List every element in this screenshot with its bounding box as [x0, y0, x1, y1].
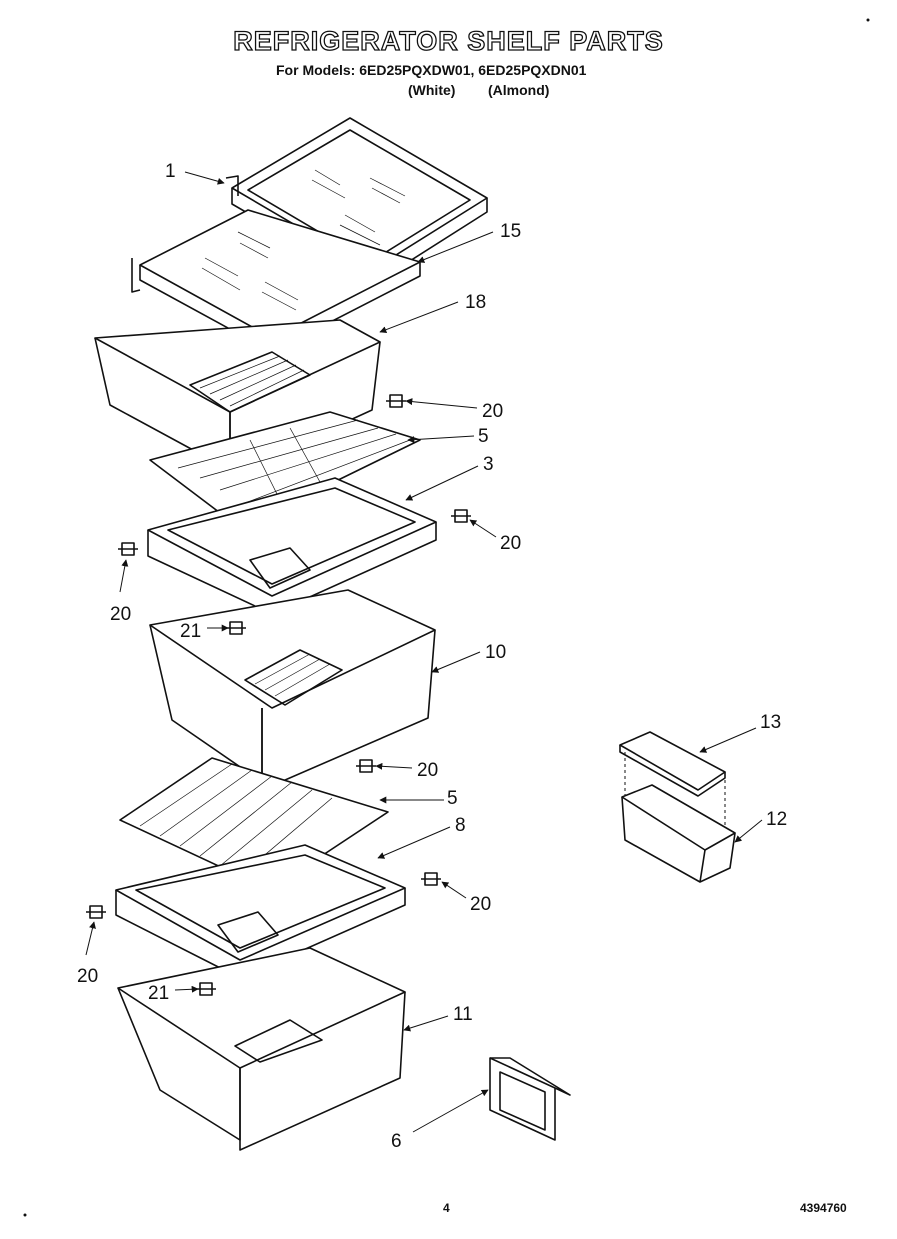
callout-3: 3	[483, 454, 494, 475]
variant-almond: (Almond)	[488, 82, 550, 98]
page-title: REFRIGERATOR SHELF PARTS	[233, 25, 664, 56]
roller-icon	[356, 759, 376, 773]
roller-icon	[86, 905, 106, 919]
corner-mark	[23, 1213, 27, 1217]
part-11-lower-pan	[117, 947, 406, 1151]
corner-mark	[866, 18, 870, 22]
part-12-small-bin	[621, 784, 736, 883]
callout-12: 12	[766, 809, 787, 830]
callout-18: 18	[465, 292, 486, 313]
callout-8: 8	[455, 815, 466, 836]
page-number: 4	[443, 1201, 450, 1215]
callout-21: 21	[180, 621, 201, 642]
screw-icon	[226, 621, 246, 635]
leader-lines	[85, 171, 763, 1133]
callout-1: 1	[165, 161, 176, 182]
roller-icon	[118, 542, 138, 556]
callout-20: 20	[482, 401, 503, 422]
variant-white: (White)	[408, 82, 456, 98]
callout-20: 20	[500, 533, 521, 554]
roller-icon	[386, 394, 406, 408]
callout-11: 11	[453, 1004, 473, 1025]
models-line: For Models: 6ED25PQXDW01, 6ED25PQXDN01	[276, 62, 587, 78]
part-6-label-holder	[489, 1057, 571, 1141]
screw-icon	[196, 982, 216, 996]
callout-5: 5	[478, 426, 489, 447]
callout-20: 20	[110, 604, 131, 625]
callout-13: 13	[760, 712, 781, 733]
callout-20: 20	[417, 760, 438, 781]
callout-20: 20	[77, 966, 98, 987]
callout-21: 21	[148, 983, 169, 1004]
roller-icon	[451, 509, 471, 523]
callout-5: 5	[447, 788, 458, 809]
roller-icon	[421, 872, 441, 886]
callout-20: 20	[470, 894, 491, 915]
callout-10: 10	[485, 642, 506, 663]
part-10-middle-pan	[149, 589, 436, 791]
callout-15: 15	[500, 221, 521, 242]
part-3-cover-frame-upper	[147, 477, 437, 615]
callout-6: 6	[391, 1131, 402, 1152]
part-13-bin-cover	[619, 731, 726, 797]
document-number: 4394760	[800, 1201, 847, 1215]
